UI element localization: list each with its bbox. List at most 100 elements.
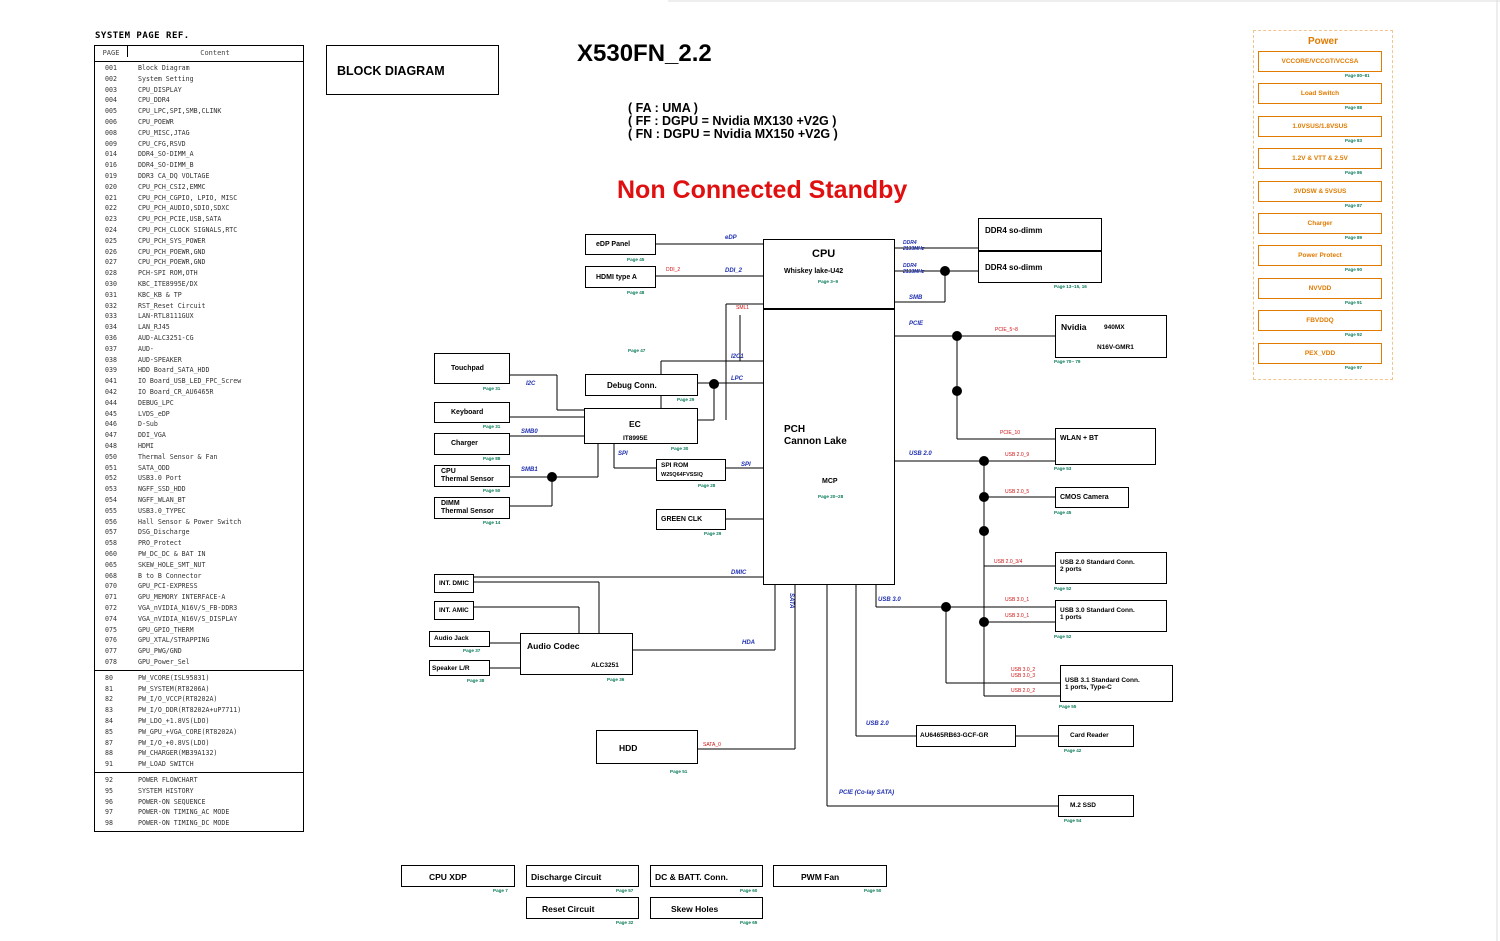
usb20-conn-label: USB 2.0 Standard Conn. (1060, 559, 1135, 566)
dimm-thermal-block: DIMM Thermal Sensor (434, 497, 510, 519)
power-item-page: Page 90 (1345, 267, 1363, 273)
page-ref-page-number: 078 (105, 658, 117, 666)
page-ref-page-number: 050 (105, 452, 117, 461)
page-ref-content: CPU_CFG,RSVD (138, 139, 186, 148)
bus-i2c1: I2C1 (731, 354, 744, 360)
page-ref-content: DSG_Discharge (138, 528, 190, 537)
bus-smb0: SMB0 (521, 429, 538, 435)
discharge-page: Page 57 (616, 888, 634, 893)
page-ref-content: PW_LDO_+1.8VS(LDO) (138, 717, 210, 725)
page-ref-row: 009 CPU_CFG,RSVD (95, 139, 303, 150)
usb30-conn-block: USB 3.0 Standard Conn. 1 ports (1055, 600, 1167, 632)
page-ref-page-number: 80 (105, 673, 113, 682)
page-ref-content: KBC_KB & TP (138, 290, 182, 299)
standby-title: Non Connected Standby (617, 176, 908, 204)
dimm-thermal-page: Page 14 (483, 520, 501, 525)
sig-usb30-1b: USB 3.0_1 (1005, 613, 1030, 619)
page-ref-page-number: 048 (105, 442, 117, 450)
page-ref-content: KBC_ITE8995E/DX (138, 280, 198, 288)
power-title: Power (1307, 36, 1338, 47)
nvidia-page: Page 70~ 79 (1054, 359, 1081, 364)
audio-codec-label: Audio Codec (527, 641, 580, 651)
page-ref-content: VGA_nVIDIA_N16V/S_FB-DDR3 (138, 604, 238, 612)
camera-label: CMOS Camera (1060, 494, 1109, 501)
au6465-block: AU6465RB63-GCF-GR (916, 725, 1016, 747)
nvidia-block: Nvidia 940MX N16V-GMR1 (1055, 315, 1167, 358)
page-ref-page-number: 024 (105, 226, 117, 234)
ddr4-a-label: DDR4 so-dimm (985, 226, 1043, 235)
int-amic-block: INT. AMIC (434, 601, 474, 620)
hdd-label: HDD (619, 743, 638, 753)
bus-dmic: DMIC (731, 570, 747, 576)
page-ref-page-number: 053 (105, 485, 117, 494)
page-ref-page-number: 057 (105, 528, 117, 537)
bus-usb20-b: USB 2.0 (866, 721, 889, 727)
page-ref-page-number: 84 (105, 717, 113, 725)
page-ref-page-number: 060 (105, 550, 117, 558)
power-item: 3VDSW & 5VSUS (1258, 180, 1382, 202)
page-ref-page-number: 019 (105, 172, 117, 180)
spi-rom-chip: W25Q64FVSSIQ (661, 472, 703, 478)
page-ref-page-number: 002 (105, 74, 117, 83)
page-ref-page-number: 023 (105, 215, 117, 224)
bus-smb1: SMB1 (521, 467, 538, 473)
page-ref-page-number: 005 (105, 107, 117, 116)
power-item: FBVDDQ (1258, 310, 1382, 332)
camera-block: CMOS Camera (1055, 487, 1129, 508)
page-ref-page-number: 046 (105, 420, 117, 429)
page-ref-page-number: 027 (105, 258, 117, 267)
debug-conn-block: Debug Conn. (585, 374, 698, 396)
audio-codec-chip: ALC3251 (591, 662, 619, 669)
ddr4-a-block: DDR4 so-dimm (978, 218, 1102, 251)
hdmi-label: HDMI type A (596, 274, 637, 281)
cpu-xdp-block: CPU XDP (401, 865, 515, 887)
page-ref-page-number: 97 (105, 808, 113, 817)
sig-usb20-5: USB 2.0_5 (1005, 489, 1030, 495)
pch-mcp: MCP (822, 478, 838, 485)
power-panel (1253, 30, 1393, 380)
page-ref-page-number: 020 (105, 182, 117, 191)
page-ref-content: HDD Board_SATA_HDD (138, 366, 210, 375)
bus-spi-right: SPI (741, 462, 751, 468)
page-ref-content: NGFF_WLAN_BT (138, 496, 186, 504)
page-ref-page-number: 83 (105, 706, 113, 715)
page-ref-content: CPU_PCH_SYS_POWER (138, 236, 206, 245)
power-item-page: Page 87 (1345, 202, 1363, 208)
page-47-label: Page 47 (628, 348, 646, 353)
page-ref-content: USB3.0 Port (138, 474, 182, 483)
power-item-page: Page 97 (1345, 364, 1363, 370)
page-ref-page-number: 003 (105, 85, 117, 94)
cpu-thermal-label: CPU Thermal Sensor (441, 468, 494, 483)
page-ref-content: HDMI (138, 442, 154, 450)
power-item: Charger (1258, 213, 1382, 234)
page-ref-page-number: 051 (105, 463, 117, 472)
cpu-page: Page 3~9 (818, 279, 839, 284)
page-ref-content: PW_I/O_DDR(RT8202A+uP7711) (138, 706, 242, 715)
bus-ddr4-b: DDR4 2133MHz (903, 263, 925, 275)
reset-circuit-block: Reset Circuit (526, 897, 639, 919)
bus-edp: eDP (725, 235, 737, 241)
hdmi-block: HDMI type A (585, 266, 656, 288)
page-ref-page-number: 009 (105, 139, 117, 148)
page-ref-content: Block Diagram (138, 64, 190, 72)
page-ref-page-number: 026 (105, 247, 117, 256)
spi-rom-label: SPI ROM (661, 462, 689, 469)
m2-ssd-label: M.2 SSD (1070, 802, 1097, 809)
edp-panel-label: eDP Panel (596, 241, 631, 248)
pwm-fan-label: PWM Fan (801, 872, 840, 882)
usb31-conn-block: USB 3.1 Standard Conn. 1 ports, Type-C (1060, 665, 1173, 702)
